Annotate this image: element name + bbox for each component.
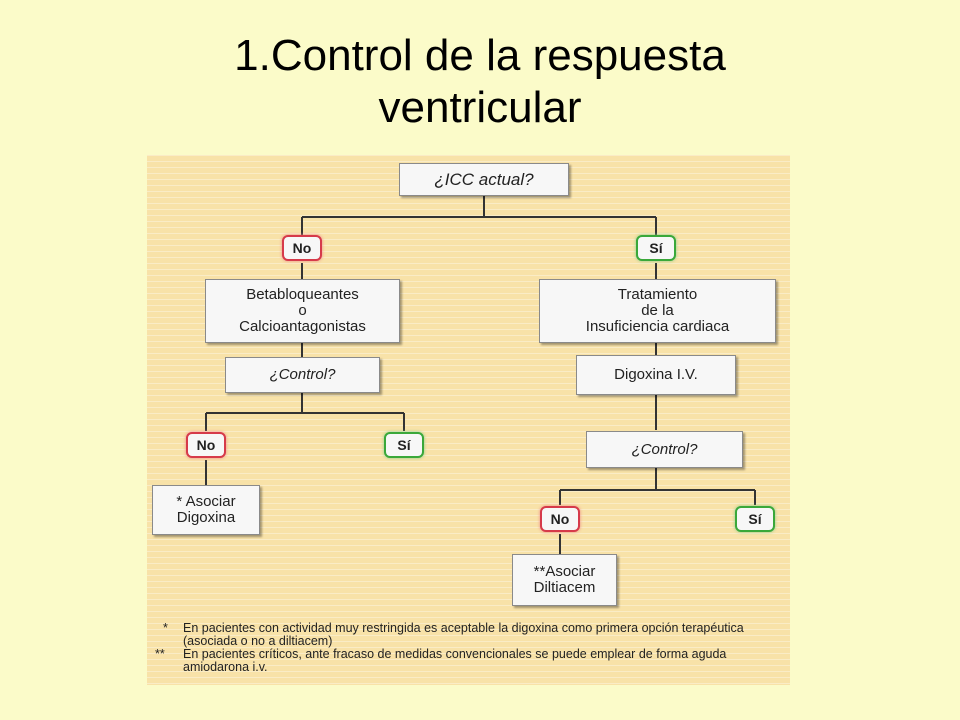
footnotes: * En pacientes con actividad muy restrin… [147, 622, 790, 674]
slide-title: 1.Control de la respuesta ventricular [0, 30, 960, 134]
footnote-1: * En pacientes con actividad muy restrin… [147, 622, 790, 648]
associate-digoxin-text: * Asociar Digoxina [176, 493, 236, 526]
associate-diltiazem-box: **Asociar Diltiacem [512, 554, 617, 606]
heart-failure-treatment-text: Tratamiento de la Insuficiencia cardiaca [585, 286, 730, 335]
associate-digoxin-box: * Asociar Digoxina [152, 485, 260, 535]
footnote-2-marker: ** [155, 647, 165, 661]
right-control-question-box: ¿Control? [586, 431, 743, 468]
flowchart-panel: ¿ICC actual? No Sí Betabloqueantes o Cal… [147, 155, 790, 685]
footnote-1-text: En pacientes con actividad muy restringi… [183, 621, 744, 648]
iv-digoxin-text: Digoxina I.V. [614, 366, 698, 383]
si-badge-left-control: Sí [384, 432, 424, 458]
heart-failure-treatment-box: Tratamiento de la Insuficiencia cardiaca [539, 279, 776, 343]
no-badge-right-control: No [540, 506, 580, 532]
left-control-question-text: ¿Control? [269, 366, 336, 383]
no-badge-left-control: No [186, 432, 226, 458]
footnote-2: ** En pacientes críticos, ante fracaso d… [147, 648, 790, 674]
root-question-box: ¿ICC actual? [399, 163, 569, 196]
si-badge-heart-failure: Sí [636, 235, 676, 261]
betablockers-box: Betabloqueantes o Calcioantagonistas [205, 279, 400, 343]
associate-diltiazem-text: **Asociar Diltiacem [533, 563, 596, 596]
betablockers-text: Betabloqueantes o Calcioantagonistas [239, 286, 366, 335]
root-question-text: ¿ICC actual? [434, 169, 534, 189]
si-badge-right-control: Sí [735, 506, 775, 532]
slide-title-line-1: 1.Control de la respuesta [234, 31, 726, 80]
connector-lines [205, 195, 756, 554]
footnote-1-marker: * [163, 621, 168, 635]
no-badge-heart-failure: No [282, 235, 322, 261]
footnote-2-text: En pacientes críticos, ante fracaso de m… [183, 647, 727, 674]
iv-digoxin-box: Digoxina I.V. [576, 355, 736, 395]
left-control-question-box: ¿Control? [225, 357, 380, 393]
right-control-question-text: ¿Control? [631, 440, 698, 458]
slide-title-line-2: ventricular [378, 83, 582, 132]
